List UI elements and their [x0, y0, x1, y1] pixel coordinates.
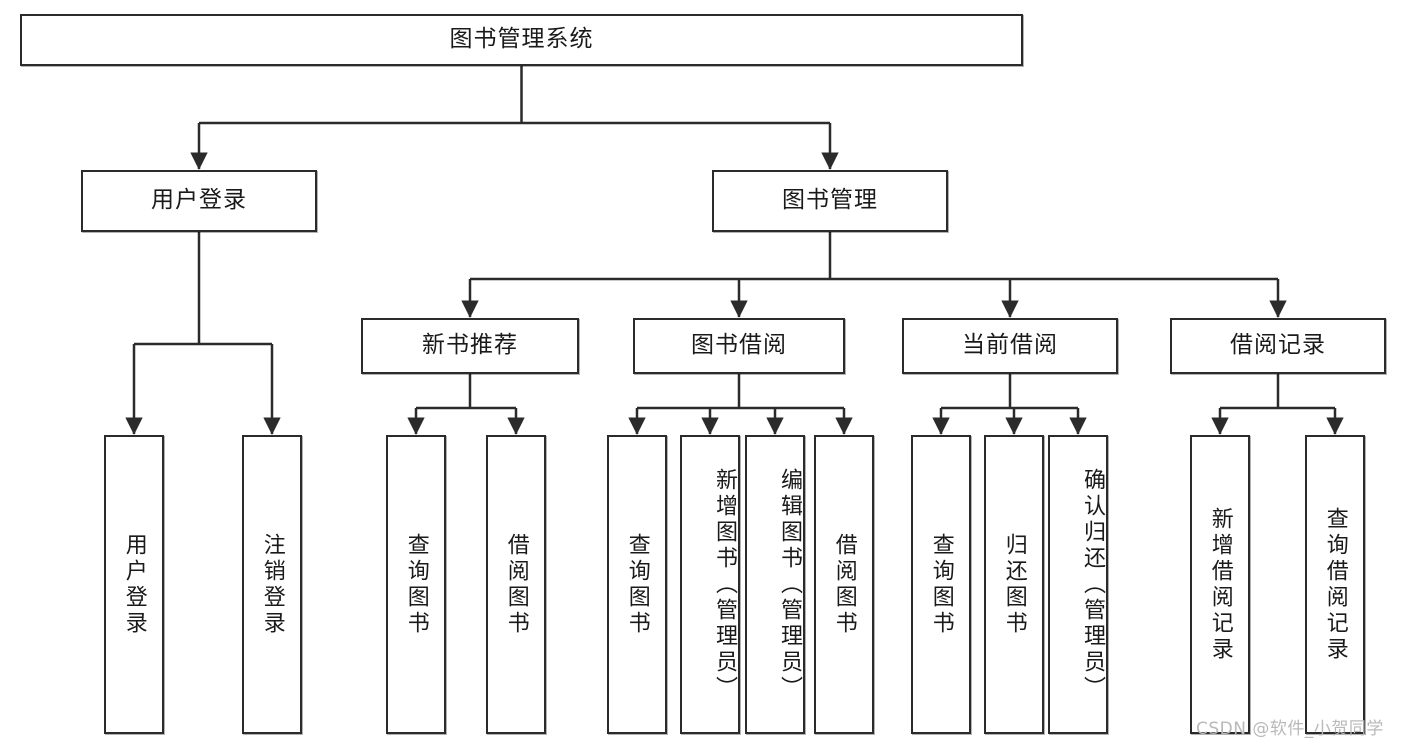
node-label: 用户登录	[151, 187, 247, 214]
node-label: 借阅图书	[831, 532, 857, 637]
node-leaf-bor-1[interactable]: 查询图书	[607, 435, 667, 734]
node-label: 当前借阅	[962, 332, 1058, 359]
node-leaf-cur-1[interactable]: 查询图书	[911, 435, 971, 734]
node-leaf-rec-2[interactable]: 查询借阅记录	[1305, 435, 1365, 734]
node-label: 新增借阅记录	[1207, 506, 1233, 663]
watermark-text: CSDN @软件_小贺同学	[1196, 719, 1384, 739]
node-root[interactable]: 图书管理系统	[20, 14, 1023, 66]
node-label: 查询图书	[928, 532, 954, 637]
node-label: 确认归还（管理员）	[1080, 467, 1105, 702]
node-leaf-login-2[interactable]: 注销登录	[242, 435, 302, 734]
node-leaf-cur-3[interactable]: 确认归还（管理员）	[1048, 435, 1108, 734]
node-label: 归还图书	[1001, 532, 1027, 637]
node-records[interactable]: 借阅记录	[1170, 318, 1386, 374]
node-label: 查询借阅记录	[1322, 506, 1348, 663]
node-borrow[interactable]: 图书借阅	[633, 318, 845, 374]
node-leaf-bor-2[interactable]: 新增图书（管理员）	[680, 435, 740, 734]
node-leaf-bor-4[interactable]: 借阅图书	[814, 435, 874, 734]
node-label: 借阅图书	[503, 532, 529, 637]
node-leaf-rec-1[interactable]: 新增借阅记录	[1190, 435, 1250, 734]
node-leaf-bor-3[interactable]: 编辑图书（管理员）	[745, 435, 805, 734]
node-current[interactable]: 当前借阅	[902, 318, 1118, 374]
node-label: 图书管理	[782, 187, 878, 214]
node-label: 新书推荐	[422, 332, 518, 359]
node-leaf-cur-2[interactable]: 归还图书	[984, 435, 1044, 734]
node-login[interactable]: 用户登录	[81, 170, 317, 232]
node-label: 查询图书	[624, 532, 650, 637]
node-label: 借阅记录	[1230, 332, 1326, 359]
node-bookmgmt[interactable]: 图书管理	[712, 170, 948, 232]
node-label: 编辑图书（管理员）	[777, 467, 802, 702]
node-label: 新增图书（管理员）	[712, 467, 737, 702]
node-label: 查询图书	[403, 532, 429, 637]
node-newbooks[interactable]: 新书推荐	[361, 318, 579, 374]
node-label: 图书借阅	[691, 332, 787, 359]
node-leaf-login-1[interactable]: 用户登录	[104, 435, 164, 734]
node-label: 用户登录	[121, 532, 147, 637]
node-leaf-new-2[interactable]: 借阅图书	[486, 435, 546, 734]
node-label: 图书管理系统	[449, 26, 594, 53]
node-label: 注销登录	[259, 532, 285, 637]
node-leaf-new-1[interactable]: 查询图书	[386, 435, 446, 734]
